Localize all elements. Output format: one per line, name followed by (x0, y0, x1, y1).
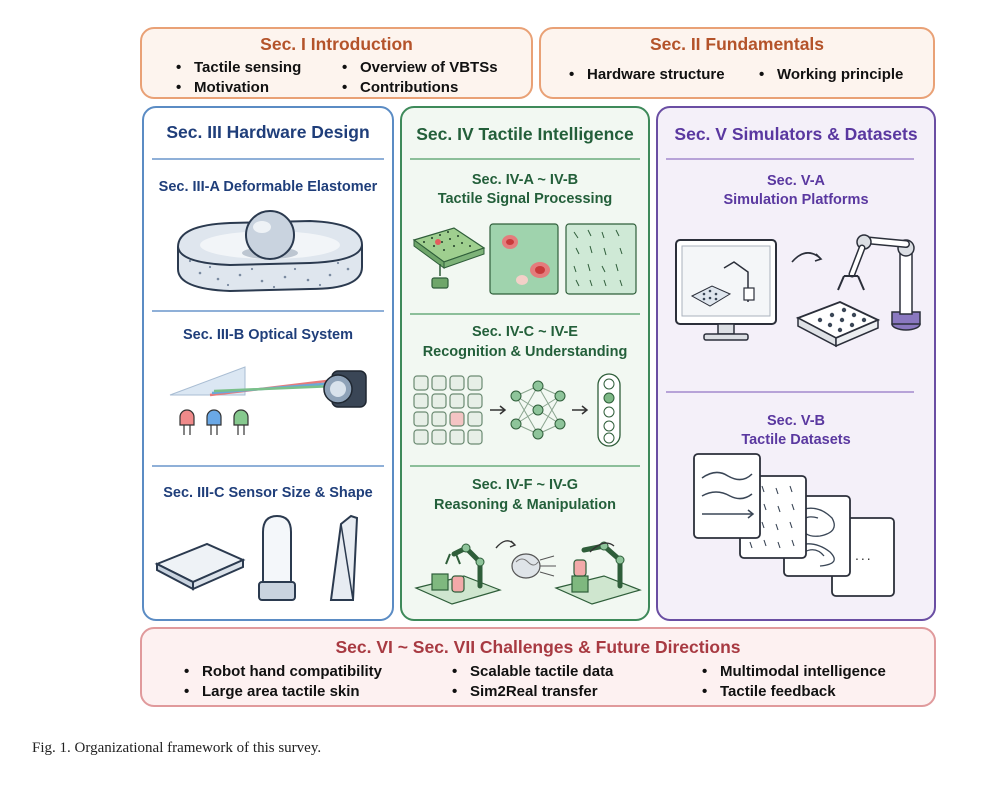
sec6-bullet-3: Multimodal intelligence (702, 663, 886, 680)
sec6-bullet-2: Scalable tactile data (452, 663, 613, 680)
simulation-illustration (675, 234, 921, 348)
sec6-box: Sec. VI ~ Sec. VII Challenges & Future D… (140, 627, 936, 707)
sec5-title: Sec. V Simulators & Datasets (674, 124, 918, 144)
sec5a-line1: Sec. V-A (766, 173, 826, 189)
sec6-bullet-5: Sim2Real transfer (452, 683, 598, 700)
optical-system-illustration (169, 366, 367, 435)
elastomer-illustration (177, 210, 363, 293)
manipulation-illustration (414, 540, 642, 605)
sec5a-line2: Simulation Platforms (723, 192, 869, 208)
sec1-bullet-2: Overview of VBTSs (342, 59, 498, 76)
sec3b-title: Sec. III-B Optical System (182, 327, 354, 343)
sec4f-line1: Sec. IV-F ~ IV-G (472, 477, 578, 493)
figure-caption: Fig. 1. Organizational framework of this… (32, 740, 322, 756)
sec3-title: Sec. III Hardware Design (166, 122, 370, 142)
sec6-title: Sec. VI ~ Sec. VII Challenges & Future D… (335, 637, 741, 657)
recognition-illustration (413, 373, 621, 447)
sec4c-line2: Recognition & Understanding (422, 344, 628, 360)
sec3c-title: Sec. III-C Sensor Size & Shape (163, 485, 373, 501)
divider (666, 391, 914, 393)
sec2-title: Sec. II Fundamentals (649, 34, 825, 54)
sec4f-line2: Reasoning & Manipulation (433, 497, 617, 513)
divider (410, 158, 640, 160)
sec4-title: Sec. IV Tactile Intelligence (416, 124, 634, 144)
sec5b-line1: Sec. V-B (766, 413, 826, 429)
sec4c-line1: Sec. IV-C ~ IV-E (472, 324, 578, 340)
sec2-box: Sec. II Fundamentals Hardware structure … (539, 27, 935, 99)
divider (152, 158, 384, 160)
sec1-bullet-3: Motivation (176, 79, 269, 96)
sec1-bullet-1: Tactile sensing (176, 59, 301, 76)
divider (410, 465, 640, 467)
sec6-bullet-1: Robot hand compatibility (184, 663, 382, 680)
sec3a-title: Sec. III-A Deformable Elastomer (158, 179, 378, 195)
datasets-illustration (693, 453, 895, 597)
divider (666, 158, 914, 160)
sec1-box: Sec. I Introduction Tactile sensing Over… (140, 27, 533, 99)
sec1-title: Sec. I Introduction (260, 34, 413, 54)
sec4a-line2: Tactile Signal Processing (437, 191, 613, 207)
sec2-bullet-2: Working principle (759, 66, 903, 83)
divider (152, 465, 384, 467)
datasets-ellipsis: ... (855, 547, 873, 563)
sec1-bullet-4: Contributions (342, 79, 458, 96)
sensor-shape-illustration (154, 514, 359, 601)
sec4a-line1: Sec. IV-A ~ IV-B (471, 172, 579, 188)
sec6-bullet-6: Tactile feedback (702, 683, 836, 700)
sec2-bullet-1: Hardware structure (569, 66, 725, 83)
divider (152, 310, 384, 312)
sec5b-line2: Tactile Datasets (741, 432, 851, 448)
divider (410, 313, 640, 315)
signal-processing-illustration (412, 223, 637, 295)
sec4-box: Sec. IV Tactile Intelligence Sec. IV-A ~… (400, 106, 650, 621)
sec6-bullet-4: Large area tactile skin (184, 683, 360, 700)
